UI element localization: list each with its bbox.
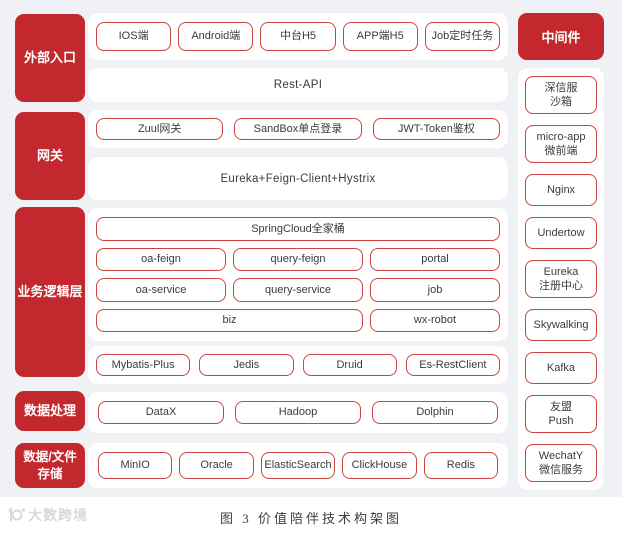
tech-box-hadoop: Hadoop [235,401,361,424]
tech-box-es-restclient: Es-RestClient [405,354,500,376]
tech-box-query-service: query-service [233,278,363,302]
watermark-text: 大数跨境 [28,507,88,523]
middleware-panel: 深信服 沙箱 micro-app 微前端 Nginx Undertow Eure… [518,68,604,490]
tech-box-jwt-token: JWT-Token鉴权 [372,118,500,140]
tech-box-oa-service: oa-service [96,278,226,302]
tech-box-eureka-registry: Eureka 注册中心 [525,260,597,298]
tech-box-springcloud: SpringCloud全家桶 [96,217,500,241]
tech-box-ios: IOS端 [96,22,172,51]
tech-box-app-h5: APP端H5 [342,22,418,51]
tech-box-midplatform-h5: 中台H5 [260,22,336,51]
layer-label-data-processing: 数据处理 [15,391,85,431]
tech-box-druid: Druid [302,354,397,376]
tech-box-job: job [370,278,500,302]
business-logic-panel: SpringCloud全家桶 oa-feign query-feign port… [88,208,508,341]
tech-box-android: Android端 [178,22,254,51]
tech-box-nginx: Nginx [525,174,597,206]
tech-box-redis: Redis [423,452,499,479]
rest-api-bar: Rest-API [88,68,508,102]
data-client-row-panel: Mybatis-Plus Jedis Druid Es-RestClient [88,346,508,384]
tech-box-wechaty: WechatY 微信服务 [525,444,597,482]
tech-box-datax: DataX [98,401,224,424]
tech-box-query-feign: query-feign [233,247,363,271]
figure-caption: 图 3 价值陪伴技术构架图 [219,511,402,526]
tech-box-wx-robot: wx-robot [370,308,500,332]
rest-api-label: Rest-API [273,79,323,91]
tech-box-skywalking: Skywalking [525,309,597,341]
tech-box-elasticsearch: ElasticSearch [260,452,336,479]
eureka-feign-label: Eureka+Feign-Client+Hystrix [220,172,376,185]
layer-label-gateway: 网关 [15,112,85,200]
watermark: 大数跨境 [6,505,88,525]
tech-box-minio: MinIO [98,452,173,479]
watermark-logo-icon [6,507,26,523]
tech-box-kafka: Kafka [525,352,597,384]
tech-box-zuul: Zuul网关 [96,118,224,140]
data-processing-panel: DataX Hadoop Dolphin [88,392,508,433]
tech-box-clickhouse: ClickHouse [342,452,417,479]
tech-box-umeng-push: 友盟 Push [525,395,597,433]
tech-box-dolphin: Dolphin [372,401,498,424]
layer-label-business-logic: 业务逻辑层 [15,207,85,377]
layer-label-data-file-storage: 数据/文件 存储 [15,443,85,488]
eureka-feign-bar: Eureka+Feign-Client+Hystrix [88,157,508,200]
tech-box-portal: portal [370,247,500,271]
tech-box-oracle: Oracle [179,452,254,479]
tech-box-jedis: Jedis [199,354,294,376]
tech-box-micro-app: micro-app 微前端 [525,125,597,163]
tech-box-undertow: Undertow [525,217,597,249]
tech-box-sandbox-sso: SandBox单点登录 [234,118,362,140]
gateway-row-panel: Zuul网关 SandBox单点登录 JWT-Token鉴权 [88,110,508,148]
tech-box-oa-feign: oa-feign [96,247,226,271]
storage-panel: MinIO Oracle ElasticSearch ClickHouse Re… [88,443,508,488]
middleware-header: 中间件 [518,13,604,60]
layer-label-external-entry: 外部入口 [15,14,85,102]
tech-box-mybatis-plus: Mybatis-Plus [96,354,191,376]
entry-row-panel: IOS端 Android端 中台H5 APP端H5 Job定时任务 [88,13,508,60]
tech-box-sangfor-sandbox: 深信服 沙箱 [525,76,597,114]
tech-box-job-scheduler: Job定时任务 [424,22,501,51]
tech-box-biz: biz [96,308,363,332]
